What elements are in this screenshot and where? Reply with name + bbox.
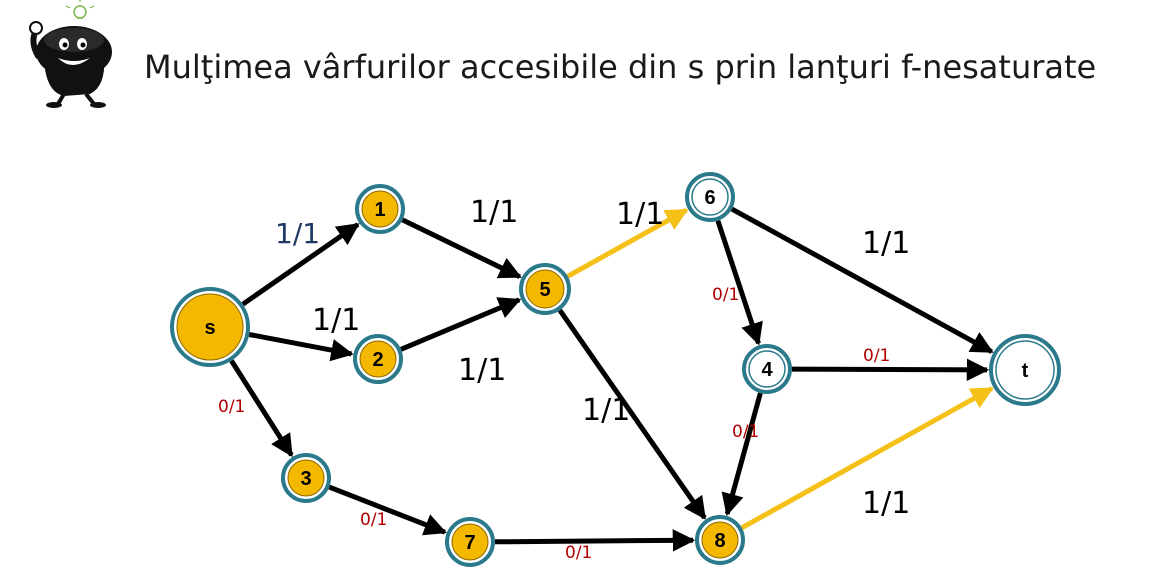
node-1: 1	[355, 184, 405, 234]
edge-3-7	[328, 484, 447, 536]
node-label-8: 8	[714, 530, 725, 552]
edge-8-t	[740, 386, 994, 531]
node-s: s	[170, 287, 250, 367]
edge-5-6	[566, 207, 689, 279]
node-label-7: 7	[464, 532, 475, 554]
node-label-2: 2	[372, 349, 383, 371]
node-label-5: 5	[539, 279, 550, 301]
edge-s-1	[241, 222, 360, 307]
node-5: 5	[519, 263, 571, 315]
node-label-4: 4	[761, 359, 773, 381]
edge-label-s-2: 1/1	[312, 303, 360, 338]
lightbulb-icon	[65, 0, 95, 19]
edge-label-4-8: 0/1	[732, 422, 759, 442]
node-t: t	[989, 334, 1061, 406]
edge-label-3-7: 0/1	[360, 510, 387, 530]
edge-label-4-t: 0/1	[863, 346, 890, 366]
edge-7-8	[494, 529, 696, 552]
node-6: 6	[685, 172, 735, 222]
node-2: 2	[353, 334, 403, 384]
edge-label-s-3: 0/1	[218, 397, 245, 417]
node-label-t: t	[1022, 360, 1029, 382]
node-label-s: s	[204, 317, 215, 339]
edge-label-5-8: 1/1	[582, 393, 630, 428]
node-4: 4	[742, 344, 792, 394]
edge-label-8-t: 1/1	[862, 486, 910, 521]
edge-4-8	[721, 392, 763, 517]
edge-label-1-5: 1/1	[470, 195, 518, 230]
node-label-6: 6	[704, 187, 715, 209]
edge-label-6-t: 1/1	[862, 226, 910, 261]
lightbulb-mascot-icon	[29, 0, 112, 108]
edge-s-2	[248, 332, 354, 362]
node-3: 3	[281, 453, 331, 503]
node-label-3: 3	[300, 468, 311, 490]
node-7: 7	[445, 517, 495, 567]
edge-4-t	[791, 358, 990, 382]
node-8: 8	[695, 515, 745, 565]
edge-label-s-1: 1/1	[275, 217, 320, 250]
edge-6-t	[730, 206, 994, 354]
edge-label-7-8: 0/1	[565, 543, 592, 563]
edge-1-5	[401, 217, 522, 280]
edge-label-6-4: 0/1	[712, 285, 739, 305]
page-title: Mulţimea vârfurilor accesibile din s pri…	[144, 48, 1097, 86]
edge-label-5-6: 1/1	[616, 197, 664, 232]
edge-2-5	[400, 297, 522, 352]
node-label-1: 1	[374, 199, 385, 221]
edge-label-2-5: 1/1	[458, 353, 506, 388]
edge-5-8	[557, 308, 707, 520]
edge-s-3	[229, 359, 294, 458]
edge-6-4	[715, 219, 763, 346]
